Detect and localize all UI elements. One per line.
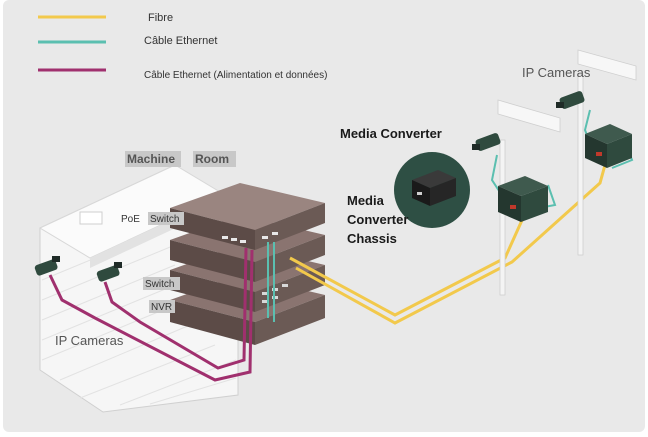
machine-room-label: Machine xyxy=(127,152,175,166)
lamp-arm-2 xyxy=(577,49,637,81)
legend: Fibre Câble Ethernet Câble Ethernet (Ali… xyxy=(38,12,327,81)
rack xyxy=(170,183,325,345)
machine-room-label-2: Room xyxy=(195,152,229,166)
ip-cameras-right-label: IP Cameras xyxy=(522,65,591,80)
chassis-front xyxy=(170,240,255,282)
switch-tag xyxy=(143,277,180,290)
media-converter-box-1 xyxy=(498,176,548,222)
ip-cameras-left-label: IP Cameras xyxy=(55,333,124,348)
poe-switch-top xyxy=(170,183,325,230)
poe-switch-side xyxy=(255,203,325,250)
poe-switch-tag xyxy=(148,212,184,225)
nvr-label: NVR xyxy=(151,302,172,313)
poe-cable-1 xyxy=(48,249,254,382)
nvr-side xyxy=(255,295,325,345)
machine-room-tag-2 xyxy=(193,151,236,167)
camera-building-2 xyxy=(96,262,122,282)
media-converter-label: Media Converter xyxy=(340,126,442,141)
converter-device-top xyxy=(412,170,456,188)
poe-switch-label-a: PoE xyxy=(121,214,140,225)
chassis-label-line-2: Converter xyxy=(347,212,408,227)
legend-label-fibre: Fibre xyxy=(148,12,173,24)
chassis-label-line-3: Chassis xyxy=(347,231,397,246)
camera-pole-1 xyxy=(472,133,501,151)
nvr-tag xyxy=(149,300,175,313)
pole-2 xyxy=(577,49,637,256)
fibre-cable-2 xyxy=(295,164,607,325)
chassis-label-line-1: Media xyxy=(347,193,385,208)
poe-cables xyxy=(48,247,254,382)
switch-front xyxy=(170,270,255,312)
camera-pole-2 xyxy=(556,91,585,109)
switch-label: Switch xyxy=(145,279,174,290)
building-sign xyxy=(79,211,103,225)
nvr-front xyxy=(170,300,255,345)
camera-building-1 xyxy=(34,256,60,276)
fibre-cable-1 xyxy=(289,217,525,317)
converter-device-side xyxy=(430,178,456,206)
legend-label-poe: Câble Ethernet (Alimentation et données) xyxy=(144,70,327,81)
pole-1 xyxy=(497,99,561,296)
poe-switch-label-b: Switch xyxy=(150,214,179,225)
switch-side xyxy=(255,265,325,312)
fibre-cables xyxy=(289,164,607,325)
media-converter-box-2 xyxy=(585,124,632,168)
poe-cable-2 xyxy=(103,247,248,370)
poe-switch-ports xyxy=(222,232,278,243)
legend-label-ethernet: Câble Ethernet xyxy=(144,35,217,47)
lamp-arm-1 xyxy=(497,99,561,133)
machine-room-tag xyxy=(125,151,181,167)
media-converter-callout xyxy=(394,152,470,228)
